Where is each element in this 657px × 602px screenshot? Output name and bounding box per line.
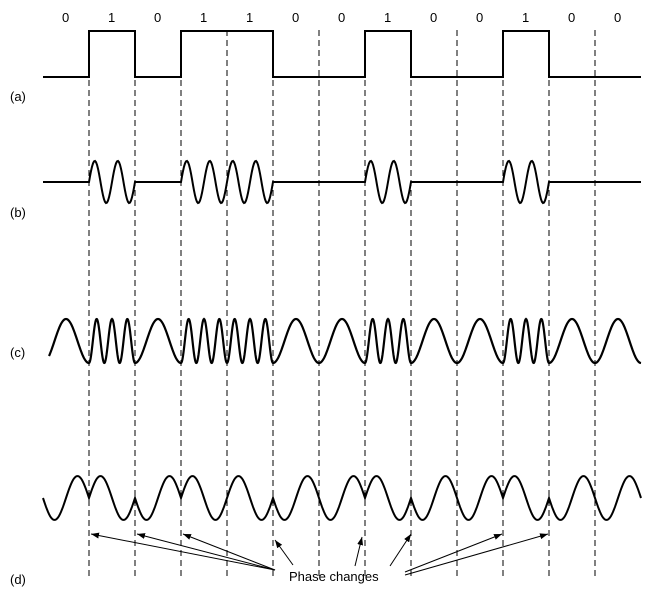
bit-label: 0 [476,10,483,25]
bit-label: 1 [384,10,391,25]
bit-boundary-lines [88,30,596,580]
amplitude-shift-keying-wave [43,159,641,205]
phase-changes-label: Phase changes [289,569,379,584]
bit-label: 0 [338,10,345,25]
phase-change-arrow [182,533,276,571]
phase-change-arrow [404,533,503,573]
phase-change-arrow [389,533,412,567]
bit-label: 0 [430,10,437,25]
bit-label: 1 [108,10,115,25]
bit-label: 0 [568,10,575,25]
phase-change-arrow [404,533,549,576]
phase-change-arrows [90,532,549,576]
row-label-d: (d) [10,572,26,587]
bit-label: 0 [614,10,621,25]
row-label-a: (a) [10,89,26,104]
row-label-c: (c) [10,345,25,360]
phase-change-arrow [90,532,276,571]
frequency-shift-keying-wave [47,317,642,365]
bit-label: 1 [200,10,207,25]
phase-change-arrow [274,539,294,566]
row-label-b: (b) [10,205,26,220]
bit-label: 1 [246,10,253,25]
phase-shift-keying-wave [42,475,642,521]
binary-signal [43,30,641,78]
phase-change-arrow [354,536,364,567]
bit-label: 0 [292,10,299,25]
bit-label: 0 [154,10,161,25]
phase-change-arrow [136,533,276,571]
bit-labels: 0 1 0 1 1 0 0 1 0 0 1 0 0 [62,10,621,25]
bit-label: 0 [62,10,69,25]
bit-label: 1 [522,10,529,25]
